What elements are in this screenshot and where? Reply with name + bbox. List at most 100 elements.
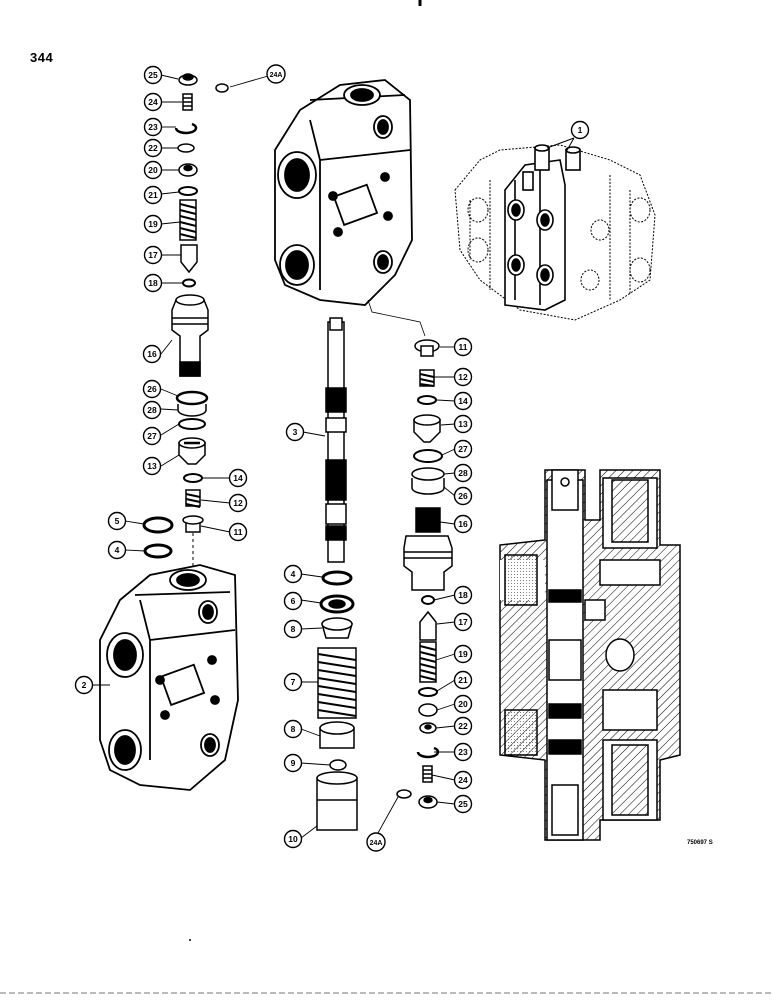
callout-label: 11 xyxy=(459,342,468,352)
callout-label: 5 xyxy=(115,516,120,526)
callout-label: 18 xyxy=(458,590,468,600)
callout-22: 22 xyxy=(143,138,163,158)
callout-23: 23 xyxy=(453,742,473,762)
callout-label: 27 xyxy=(147,431,157,441)
callout-16: 16 xyxy=(453,514,473,534)
callout-label: 11 xyxy=(234,527,243,537)
callout-18: 18 xyxy=(143,273,163,293)
callout-label: 2 xyxy=(82,680,87,690)
callout-14: 14 xyxy=(228,468,248,488)
callout-10: 10 xyxy=(283,829,303,849)
callout-27: 27 xyxy=(453,439,473,459)
callout-label: 23 xyxy=(148,122,158,132)
callout-leaders xyxy=(93,74,456,839)
valve-cross-section xyxy=(499,469,681,841)
callout-label: 12 xyxy=(458,372,468,382)
callout-28: 28 xyxy=(142,400,162,420)
callout-label: 21 xyxy=(148,190,158,200)
callout-19: 19 xyxy=(453,644,473,664)
callout-label: 21 xyxy=(458,675,468,685)
callout-label: 13 xyxy=(147,461,157,471)
callout-label: 12 xyxy=(233,498,243,508)
valve-body-section-top xyxy=(274,79,413,306)
callout-19: 19 xyxy=(143,214,163,234)
callout-label: 14 xyxy=(458,396,468,406)
valve-body-section-2 xyxy=(99,564,239,791)
callout-21: 21 xyxy=(143,185,163,205)
callout-label: 24A xyxy=(370,840,383,847)
callout-20: 20 xyxy=(143,160,163,180)
callout-label: 8 xyxy=(291,624,296,634)
callout-label: 24 xyxy=(148,97,158,107)
callout-label: 4 xyxy=(291,569,296,579)
callout-25: 25 xyxy=(453,794,473,814)
callout-13: 13 xyxy=(453,414,473,434)
callout-24: 24 xyxy=(143,92,163,112)
callout-27: 27 xyxy=(142,426,162,446)
callout-label: 22 xyxy=(148,143,158,153)
callout-label: 28 xyxy=(147,405,157,415)
callout-label: 13 xyxy=(458,419,468,429)
callout-8: 8 xyxy=(283,619,303,639)
callout-label: 22 xyxy=(458,721,468,731)
callout-8: 8 xyxy=(283,719,303,739)
callout-label: 27 xyxy=(458,444,468,454)
callout-3: 3 xyxy=(285,422,305,442)
callout-17: 17 xyxy=(453,612,473,632)
callout-label: 20 xyxy=(148,165,158,175)
relief-valve-parts-right xyxy=(403,339,453,809)
callout-26: 26 xyxy=(453,486,473,506)
callout-label: 20 xyxy=(458,699,468,709)
callout-14: 14 xyxy=(453,391,473,411)
leader-line xyxy=(546,137,575,153)
callout-18: 18 xyxy=(453,585,473,605)
callout-12: 12 xyxy=(228,493,248,513)
callout-4: 4 xyxy=(283,564,303,584)
callout-11: 11 xyxy=(453,337,473,357)
callout-label: 9 xyxy=(291,758,296,768)
assembly-line xyxy=(367,299,426,337)
callout-24a: 24A xyxy=(266,64,286,84)
callout-25: 25 xyxy=(143,65,163,85)
valve-assembly-phantom-view xyxy=(454,144,656,321)
callout-6: 6 xyxy=(283,591,303,611)
callout-label: 19 xyxy=(148,219,158,229)
callout-22: 22 xyxy=(453,716,473,736)
callout-label: 16 xyxy=(458,519,468,529)
callout-24a: 24A xyxy=(366,832,386,852)
callout-label: 19 xyxy=(458,649,468,659)
figure-code: 750697 S xyxy=(687,840,713,846)
callout-23: 23 xyxy=(143,117,163,137)
callout-label: 4 xyxy=(115,545,120,555)
callout-24: 24 xyxy=(453,770,473,790)
callout-label: 17 xyxy=(148,250,158,260)
callout-2: 2 xyxy=(74,675,94,695)
spool-3 xyxy=(325,317,347,563)
callout-1: 1 xyxy=(570,120,590,140)
callouts: 25 24A 24 23 22 20 21 19 17 18 16 26 28 … xyxy=(74,64,590,852)
callout-20: 20 xyxy=(453,694,473,714)
callout-16: 16 xyxy=(142,344,162,364)
callout-label: 26 xyxy=(458,491,468,501)
callout-label: 24 xyxy=(458,775,468,785)
callout-label: 18 xyxy=(148,278,158,288)
scan-dot xyxy=(189,939,191,941)
callout-label: 16 xyxy=(147,349,157,359)
callout-label: 3 xyxy=(293,427,298,437)
valve-assembly-solid-sections xyxy=(504,144,581,311)
callout-label: 1 xyxy=(578,125,583,135)
callout-label: 28 xyxy=(458,468,468,478)
callout-label: 8 xyxy=(291,724,296,734)
centering-spring-parts xyxy=(316,570,412,831)
callout-label: 10 xyxy=(288,834,298,844)
relief-valve-parts-left xyxy=(142,73,229,559)
callout-label: 7 xyxy=(291,677,296,687)
callout-label: 25 xyxy=(458,799,468,809)
callout-17: 17 xyxy=(143,245,163,265)
callout-11: 11 xyxy=(228,522,248,542)
callout-5: 5 xyxy=(107,511,127,531)
callout-26: 26 xyxy=(142,379,162,399)
page-number: 344 xyxy=(30,50,54,65)
callout-21: 21 xyxy=(453,670,473,690)
